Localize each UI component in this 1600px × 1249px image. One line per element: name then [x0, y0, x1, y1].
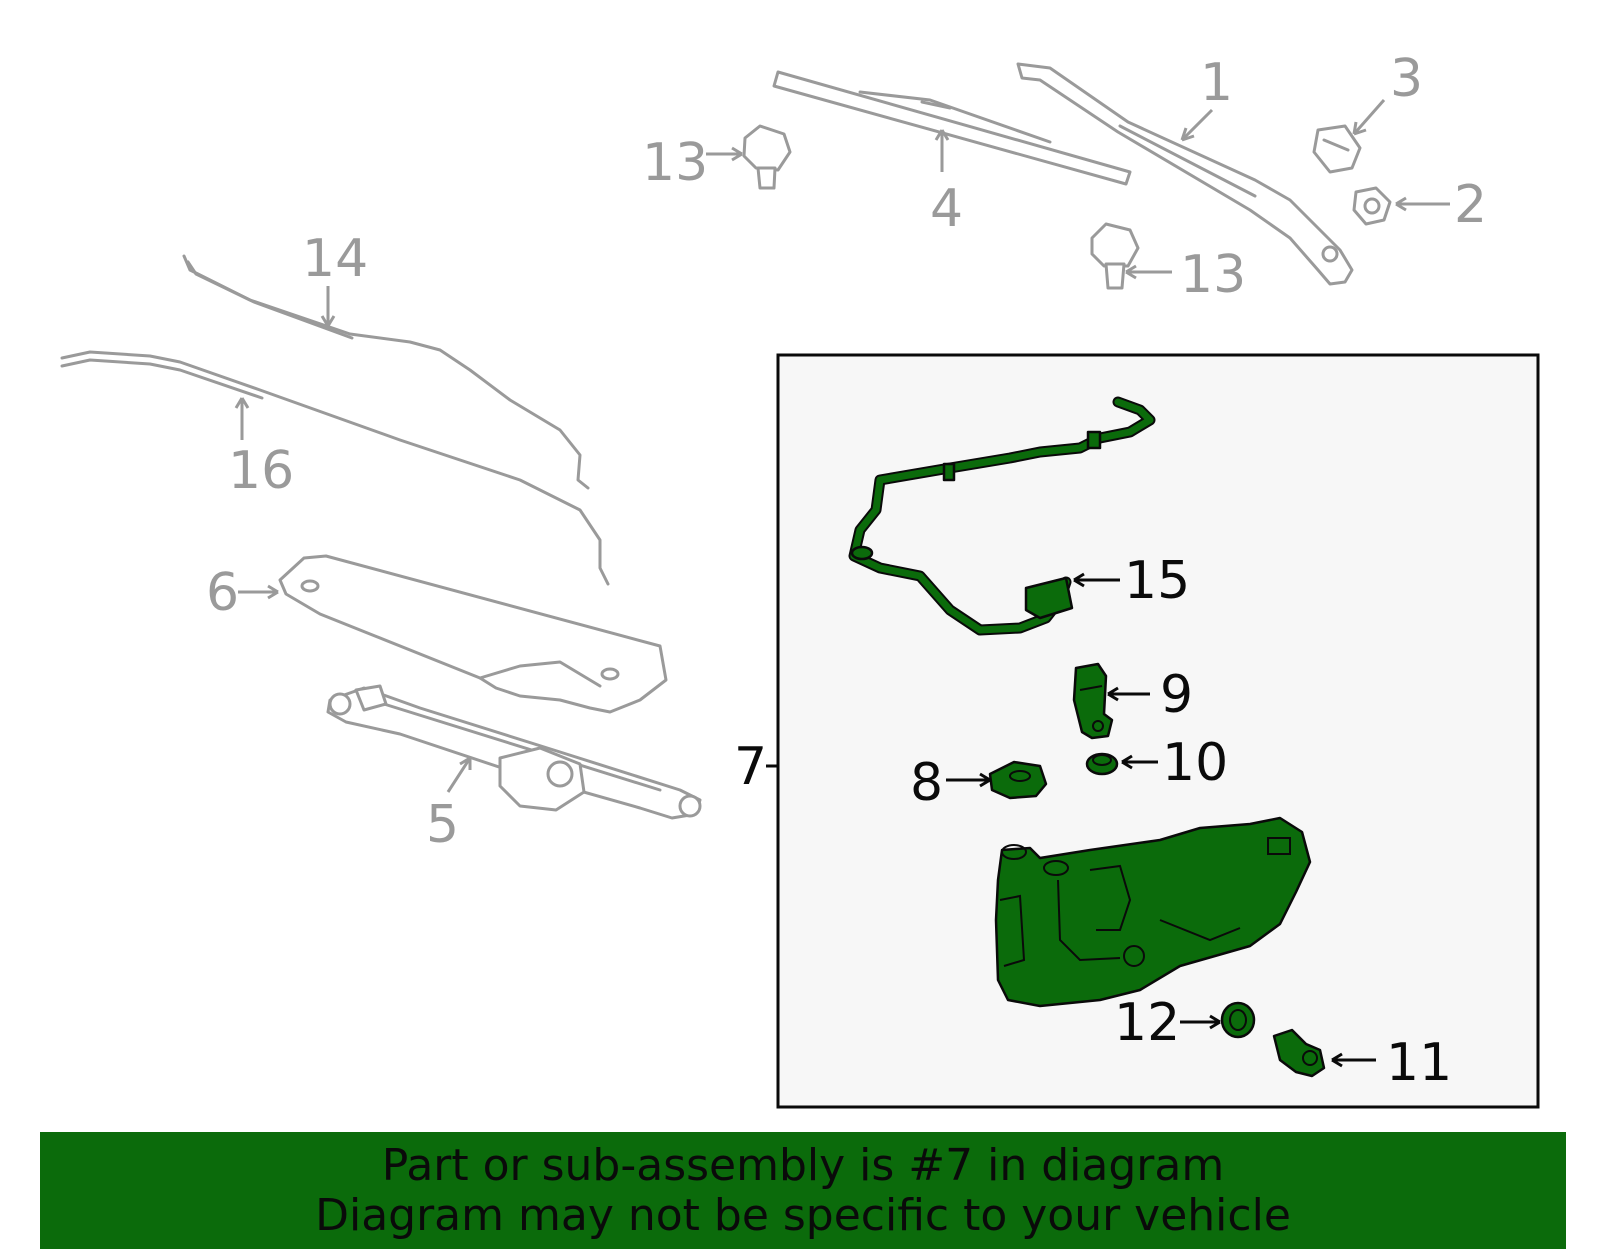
callout-5: 5 [426, 795, 459, 855]
part-2-nut [1352, 186, 1392, 226]
callout-7: 7 [734, 737, 767, 797]
leader-lines [234, 99, 1450, 1068]
part-3-cap [1312, 124, 1362, 174]
callout-13-left: 13 [642, 133, 708, 193]
callout-12: 12 [1114, 993, 1180, 1053]
banner-line-1: Part or sub-assembly is #7 in diagram [381, 1139, 1225, 1191]
part-6-cowl-panel [278, 554, 668, 714]
washer-reservoir-tank [994, 816, 1312, 1008]
part-15-hose [848, 396, 1156, 636]
part-1-wiper-arm [1016, 62, 1354, 286]
callout-10: 10 [1162, 733, 1228, 793]
callout-9: 9 [1160, 665, 1193, 725]
callout-16: 16 [228, 441, 294, 501]
part-8-sensor [988, 760, 1048, 800]
info-banner: Part or sub-assembly is #7 in diagram Di… [40, 1132, 1566, 1249]
callout-8: 8 [910, 753, 943, 813]
part-11-pump-elbow [1272, 1028, 1326, 1078]
callout-11: 11 [1386, 1033, 1452, 1093]
part-13-nozzle-left [742, 124, 792, 190]
banner-line-2: Diagram may not be specific to your vehi… [315, 1189, 1291, 1241]
callout-14: 14 [302, 229, 368, 289]
callout-13-right: 13 [1180, 245, 1246, 305]
part-4-wiper-arm [772, 70, 1132, 186]
callout-2: 2 [1454, 175, 1487, 235]
callout-6: 6 [206, 563, 239, 623]
callout-15: 15 [1124, 551, 1190, 611]
part-16-hose [60, 350, 610, 586]
part-13-nozzle-right [1090, 222, 1140, 290]
part-10-grommet [1085, 752, 1119, 776]
callout-1: 1 [1200, 53, 1233, 113]
part-14-hose [182, 254, 590, 490]
part-5-wiper-linkage [326, 684, 702, 820]
part-12-grommet [1220, 1001, 1256, 1039]
callout-4: 4 [930, 179, 963, 239]
callout-3: 3 [1390, 49, 1423, 109]
part-9-pump [1072, 662, 1114, 740]
